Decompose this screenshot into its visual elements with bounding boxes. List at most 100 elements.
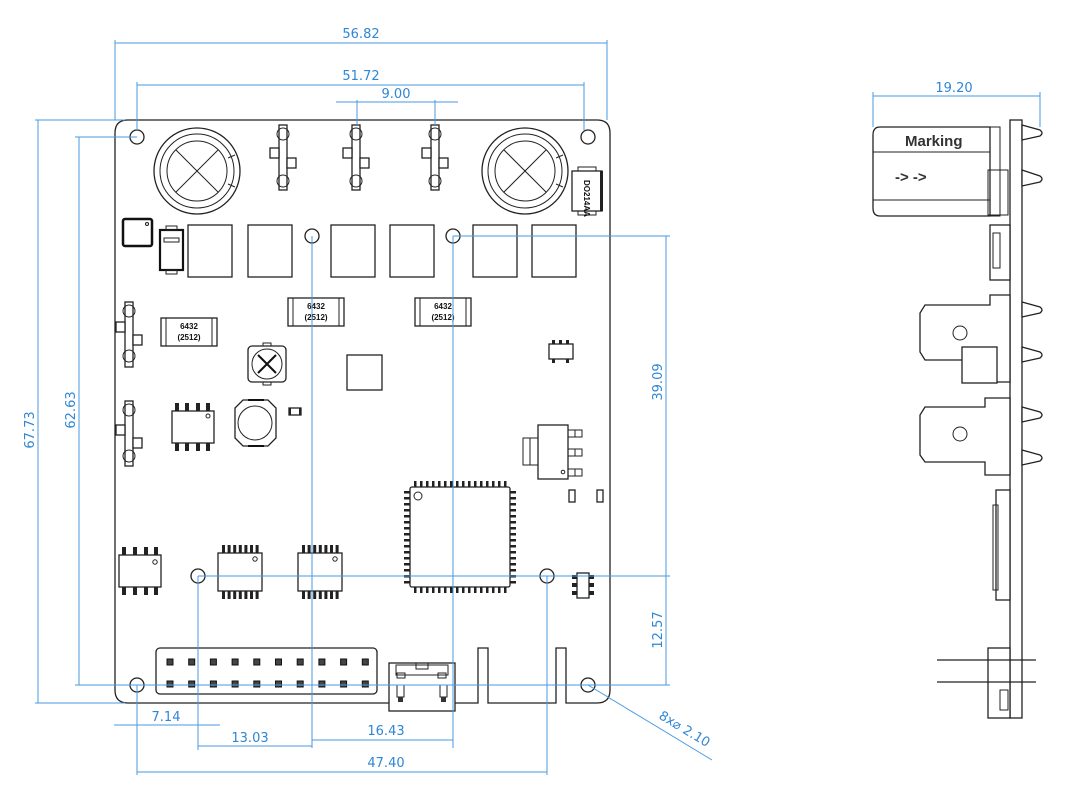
hole-callout-leader xyxy=(587,684,713,761)
ic-pin xyxy=(255,591,259,599)
header-pin xyxy=(209,680,217,688)
ic-soic8-bottom xyxy=(118,547,162,595)
capacitor-right xyxy=(481,127,569,215)
dim-overall-width: 56.82 xyxy=(342,27,379,42)
ic-pin xyxy=(404,509,410,512)
top-view: DO214AA xyxy=(114,119,611,712)
ic-pin xyxy=(404,503,410,506)
ic-pin xyxy=(510,521,516,524)
ic-pin xyxy=(404,581,410,584)
spade-terminal xyxy=(269,124,297,191)
pcb-edge xyxy=(1009,119,1023,719)
pad xyxy=(187,224,233,278)
ic-pin xyxy=(510,557,516,560)
header-pin xyxy=(231,680,239,688)
side-pins xyxy=(1021,124,1043,466)
diode-smd xyxy=(158,225,185,275)
dim-header-pitch: 9.00 xyxy=(382,87,411,102)
ic-pin xyxy=(510,515,516,518)
ic-pin xyxy=(324,591,328,599)
header-pin xyxy=(253,658,261,666)
resistor-label-line2: (2512) xyxy=(431,313,454,322)
resistor-label-line1: 6432 xyxy=(180,322,198,331)
ic-pin xyxy=(486,481,489,487)
ic-pin xyxy=(492,481,495,487)
capacitor-side: Marking -> -> xyxy=(872,126,1009,217)
dim-hole-span-bottom: 47.40 xyxy=(367,756,404,771)
header-pin xyxy=(231,658,239,666)
header-pin xyxy=(361,680,369,688)
ic-tssop14 xyxy=(217,545,263,599)
header-pin xyxy=(296,658,304,666)
ic-pin xyxy=(510,581,516,584)
side-view: Marking -> -> xyxy=(872,81,1043,719)
ic-tssop14 xyxy=(297,545,343,599)
pad xyxy=(247,224,293,278)
ic-pin xyxy=(255,545,259,553)
ic-pin xyxy=(404,569,410,572)
spade-terminal xyxy=(115,301,143,368)
ic-pin xyxy=(335,545,339,553)
mounting-hole xyxy=(580,129,596,145)
dim-hole-pitch-y: 62.63 xyxy=(64,391,79,428)
ic-pin xyxy=(510,503,516,506)
ic-pin xyxy=(404,521,410,524)
capacitor-left xyxy=(153,127,241,215)
ic-pin xyxy=(222,545,225,553)
ic-pin xyxy=(233,545,237,553)
ic-pin xyxy=(302,545,305,553)
transistor-sot23 xyxy=(548,340,574,363)
ic-pin xyxy=(250,545,253,553)
spade-terminal-side xyxy=(919,397,1011,476)
header-pin xyxy=(188,680,196,688)
ic-pin xyxy=(404,551,410,554)
dim-hole-callout: 8x⌀ 2.10 xyxy=(656,709,712,751)
ic-pin xyxy=(456,481,459,487)
header-pin xyxy=(253,680,261,688)
resistor-label-line1: 6432 xyxy=(434,302,452,311)
ic-pin xyxy=(510,527,516,530)
ic-pin xyxy=(238,591,242,599)
header-pin xyxy=(340,680,348,688)
ic-pin xyxy=(420,587,423,593)
ic-pin xyxy=(335,591,339,599)
ic-pin xyxy=(438,587,441,593)
ic-pin xyxy=(498,481,501,487)
dim-overall-height: 67.73 xyxy=(23,411,38,448)
ic-pin xyxy=(404,533,410,536)
trimmer-potentiometer xyxy=(247,342,287,386)
ic-pin xyxy=(244,545,248,553)
dim-hole-to-hole-upper: 39.09 xyxy=(651,363,666,400)
ic-pin xyxy=(404,515,410,518)
ic-pin xyxy=(414,587,417,593)
ic-pin xyxy=(510,509,516,512)
spade-terminals-left xyxy=(115,301,143,467)
ic-pin xyxy=(474,587,477,593)
inductor-side xyxy=(961,346,998,384)
ic-pin xyxy=(222,591,225,599)
spade-terminal xyxy=(115,400,143,467)
ic-pin xyxy=(486,587,489,593)
ic-side xyxy=(995,489,1011,601)
ic-pin xyxy=(227,545,231,553)
header-pin xyxy=(166,680,174,688)
dim-hole-offset-3: 16.43 xyxy=(367,724,404,739)
ic-pin xyxy=(414,481,417,487)
capacitor-marking: Marking xyxy=(905,133,963,150)
ic-sot23-6 xyxy=(572,572,594,599)
diode-label: DO214AA xyxy=(582,180,591,217)
header-side xyxy=(937,647,1036,719)
ic-pin xyxy=(244,591,248,599)
led-smd xyxy=(288,407,302,416)
ic-pin xyxy=(426,587,429,593)
ic-pin xyxy=(426,481,429,487)
ic-pin xyxy=(510,569,516,572)
ic-pin xyxy=(510,563,516,566)
ic-qfn xyxy=(121,217,154,248)
pad xyxy=(389,224,435,278)
mcu-qfp64 xyxy=(404,481,516,593)
usb-micro-connector xyxy=(388,662,456,712)
power-pads xyxy=(187,224,577,278)
ic-pin xyxy=(444,587,447,593)
ic-pin xyxy=(498,587,501,593)
